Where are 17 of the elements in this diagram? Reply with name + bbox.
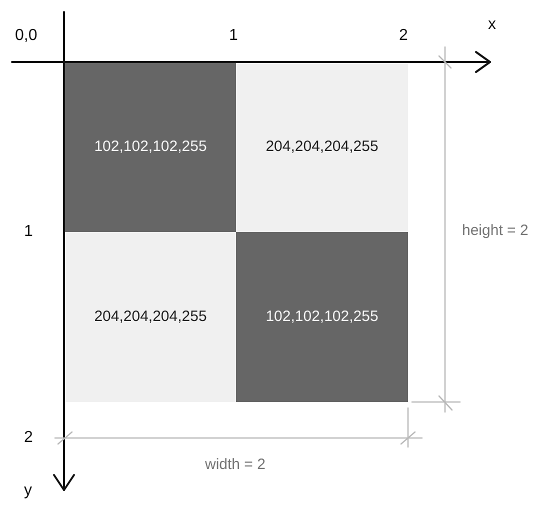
axis-label: x [488,16,496,34]
pixel-square [236,232,408,402]
tick-label: 2 [399,27,408,45]
rgba-value: 102,102,102,255 [94,139,207,156]
dimension-label: height = 2 [462,223,528,240]
dimension-label: width = 2 [205,457,266,474]
pixel-square [65,63,236,232]
rgba-value: 204,204,204,255 [266,139,378,156]
pixel-square [65,232,236,402]
axis-label: y [24,482,32,500]
rgba-value: 204,204,204,255 [94,308,207,326]
rgba-value: 102,102,102,255 [266,308,378,326]
tick-label: 1 [229,27,238,45]
origin-label: 0,0 [15,27,38,45]
tick-label: 2 [24,429,33,447]
tick-label: 1 [24,223,33,241]
pixel-square [236,63,408,232]
